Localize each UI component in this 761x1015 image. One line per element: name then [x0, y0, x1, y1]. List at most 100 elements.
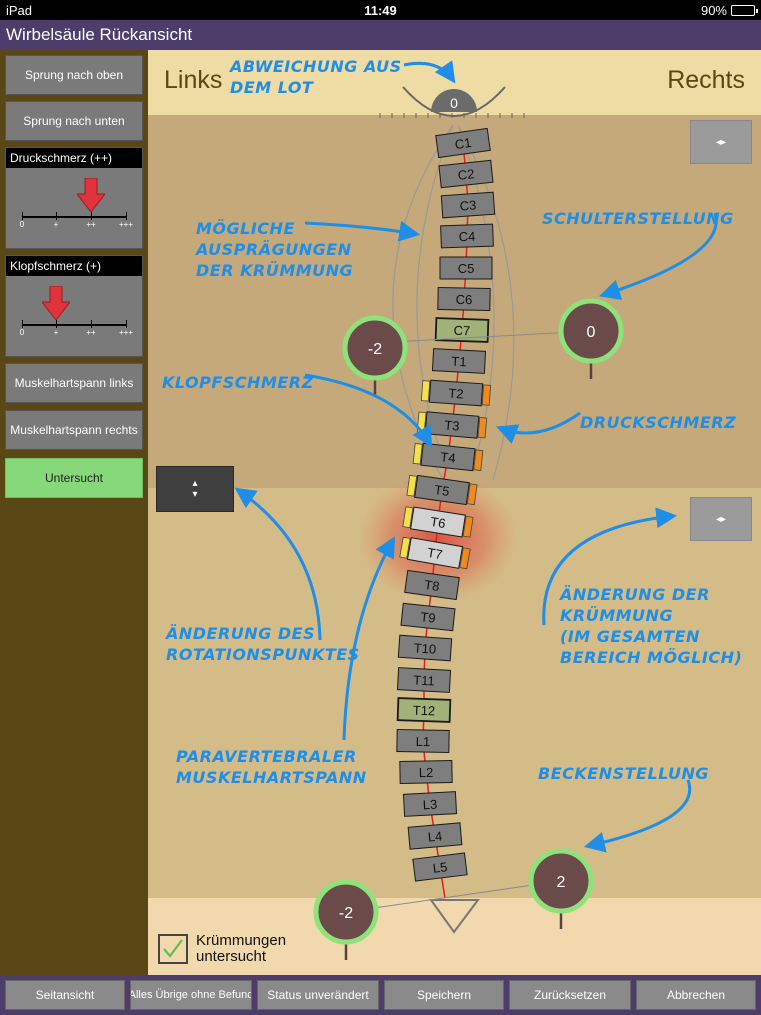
- tap-pain-marker: [399, 536, 411, 559]
- annotation-line: Rotationspunktes: [166, 645, 360, 664]
- curvature-checked-control[interactable]: Krümmungen untersucht: [158, 933, 286, 965]
- pressure-pain-slider[interactable]: Druckschmerz (++) 0++++++: [5, 147, 143, 249]
- jump-down-button[interactable]: Sprung nach unten: [5, 101, 143, 141]
- slider-track[interactable]: [22, 216, 126, 218]
- annotation-line: Ausprägungen: [196, 240, 352, 259]
- pressure-pain-label: Druckschmerz (++): [6, 148, 142, 168]
- slider-tick-label: +: [53, 220, 59, 229]
- annotation-shoulder: Schulterstellung: [542, 208, 734, 229]
- pressure-pain-marker: [473, 449, 484, 471]
- vertebra-c4[interactable]: C4: [440, 223, 494, 249]
- vertebra-l2[interactable]: L2: [399, 760, 453, 784]
- slider-tick-label: ++: [86, 328, 96, 337]
- tap-pain-marker: [412, 443, 423, 465]
- side-view-button[interactable]: Seitansicht: [5, 980, 125, 1010]
- vertebra-t12[interactable]: T12: [396, 697, 452, 723]
- annotation-line: (im gesamten: [560, 627, 700, 646]
- annotation-arrow: [304, 220, 421, 242]
- vertebra-c7[interactable]: C7: [434, 317, 490, 343]
- pelvis-right-dial-value: 2: [557, 874, 566, 891]
- reset-button[interactable]: Zurücksetzen: [509, 980, 631, 1010]
- svg-text:C7: C7: [453, 323, 470, 339]
- cancel-button[interactable]: Abbrechen: [636, 980, 756, 1010]
- lower-curvature-toggle[interactable]: ◂▸: [690, 497, 752, 541]
- pelvis-left-dial-value: -2: [339, 905, 353, 922]
- vertebra-t6[interactable]: T6: [402, 506, 474, 538]
- curvature-checkbox[interactable]: [158, 934, 188, 964]
- vertebra-l4[interactable]: L4: [407, 822, 463, 850]
- vertebra-t11[interactable]: T11: [396, 667, 452, 693]
- vertebra-c1[interactable]: C1: [435, 127, 491, 159]
- tap-pain-slider[interactable]: Klopfschmerz (+) 0++++++: [5, 255, 143, 357]
- vertebra-t7[interactable]: T7: [399, 536, 471, 570]
- tap-pain-marker: [402, 506, 414, 529]
- window-title: Wirbelsäule Rückansicht: [0, 20, 761, 50]
- annotation-arrow: [599, 212, 718, 300]
- muscle-left-button[interactable]: Muskelhartspann links: [5, 363, 143, 403]
- annotation-line: Änderung der: [560, 585, 710, 604]
- vertebra-c2[interactable]: C2: [438, 159, 494, 189]
- status-unchanged-button[interactable]: Status unverändert: [257, 980, 379, 1010]
- slider-track[interactable]: [22, 324, 126, 326]
- save-button[interactable]: Speichern: [384, 980, 504, 1010]
- arrow-down-icon[interactable]: [75, 177, 107, 213]
- vertebra-c3[interactable]: C3: [440, 191, 496, 219]
- svg-text:T2: T2: [448, 385, 464, 401]
- vertebra-t10[interactable]: T10: [397, 634, 453, 662]
- muscle-right-button[interactable]: Muskelhartspann rechts: [5, 410, 143, 450]
- vertebra-t4[interactable]: T4: [412, 442, 484, 472]
- pressure-pain-marker: [462, 515, 474, 538]
- vertebra-t9[interactable]: T9: [400, 602, 456, 632]
- annotation-line: Beckenstellung: [538, 764, 709, 783]
- pressure-pain-marker: [459, 547, 471, 570]
- svg-text:T5: T5: [433, 482, 450, 499]
- shoulder-curvature-toggle[interactable]: ◂▸: [690, 120, 752, 164]
- battery-icon: [731, 5, 758, 16]
- vertebra-t8[interactable]: T8: [404, 569, 460, 601]
- shoulder-right-dial-value: 0: [587, 324, 596, 341]
- slider-tick-label: 0: [19, 328, 25, 337]
- pelvis-right-dial[interactable]: [528, 848, 594, 914]
- shoulder-right-dial[interactable]: [558, 298, 624, 364]
- annotation-line: Mögliche: [196, 219, 295, 238]
- annotation-line: Muskelhartspann: [176, 768, 367, 787]
- vertebra-c6[interactable]: C6: [437, 287, 491, 311]
- svg-text:C3: C3: [459, 197, 477, 213]
- pelvis-left-dial[interactable]: [313, 879, 379, 945]
- status-bar: iPad 11:49 90%: [0, 0, 761, 20]
- shoulder-line: [374, 330, 592, 344]
- jump-up-button[interactable]: Sprung nach oben: [5, 55, 143, 95]
- svg-text:L5: L5: [432, 859, 448, 876]
- svg-text:T8: T8: [423, 577, 440, 594]
- plumb-gauge[interactable]: [431, 89, 477, 112]
- vertebra-t2[interactable]: T2: [420, 379, 492, 407]
- svg-text:T9: T9: [420, 609, 437, 626]
- svg-text:L4: L4: [427, 828, 443, 844]
- annotation-arrow: [403, 60, 456, 84]
- arrow-down-icon[interactable]: [40, 285, 72, 321]
- vertebra-t3[interactable]: T3: [416, 411, 488, 439]
- horizontal-arrows-icon: ◂▸: [715, 513, 727, 525]
- slider-tick: [22, 212, 23, 220]
- annotation-line: Schulterstellung: [542, 209, 734, 228]
- horizontal-arrows-icon: ◂▸: [715, 136, 727, 148]
- svg-text:T12: T12: [413, 703, 436, 719]
- vertebra-l3[interactable]: L3: [402, 791, 458, 817]
- vertebra-l5[interactable]: L5: [412, 852, 468, 882]
- slider-tick: [91, 212, 92, 220]
- rest-normal-button[interactable]: Alles Übrige ohne Befund: [130, 980, 252, 1010]
- rotation-point-handle[interactable]: ▴▾: [156, 466, 234, 512]
- vertebra-t5[interactable]: T5: [406, 474, 478, 506]
- svg-text:T3: T3: [444, 417, 460, 433]
- svg-text:C5: C5: [458, 261, 475, 276]
- vertebra-l1[interactable]: L1: [396, 729, 450, 753]
- vertebra-t1[interactable]: T1: [431, 348, 487, 374]
- vertebra-c5[interactable]: C5: [439, 256, 493, 280]
- battery-percent: 90%: [700, 3, 727, 18]
- examined-button[interactable]: Untersucht: [5, 458, 143, 498]
- annotation-pressure-pain: Druckschmerz: [580, 412, 736, 433]
- shoulder-left-dial[interactable]: [342, 315, 408, 381]
- annotation-paravertebral: ParavertebralerMuskelhartspann: [176, 746, 367, 788]
